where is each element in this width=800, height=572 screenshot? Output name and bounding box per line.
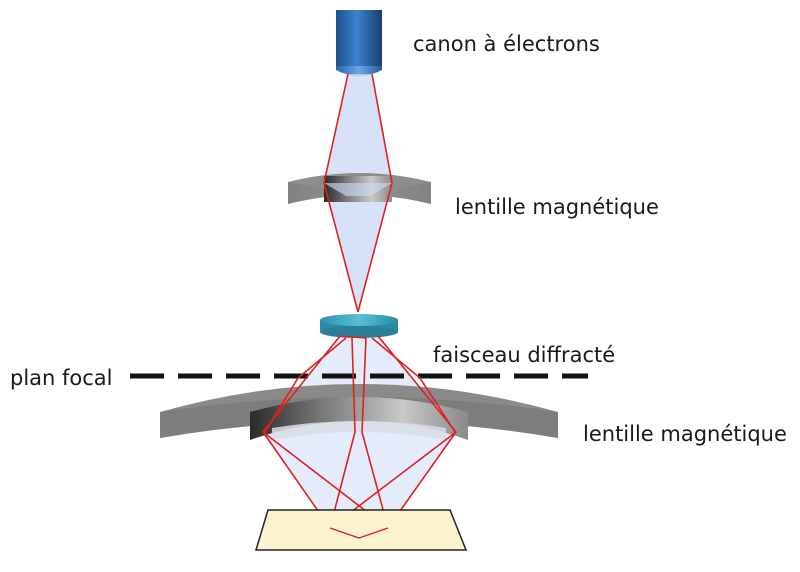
screen-plane-icon xyxy=(254,509,468,551)
upper-lens-icon xyxy=(288,173,431,204)
label-lower-lens: lentille magnétique xyxy=(583,422,787,446)
sample-disk-icon xyxy=(320,314,398,338)
screen-rays xyxy=(329,527,389,539)
lower-lens-icon xyxy=(160,384,558,440)
electron-gun-icon xyxy=(336,10,382,76)
upper-rays xyxy=(323,73,393,313)
label-diffracted-beam: faisceau diffracté xyxy=(433,343,616,367)
label-electron-gun: canon à électrons xyxy=(413,32,600,56)
label-upper-lens: lentille magnétique xyxy=(455,195,659,219)
label-focal-plane: plan focal xyxy=(10,366,113,390)
